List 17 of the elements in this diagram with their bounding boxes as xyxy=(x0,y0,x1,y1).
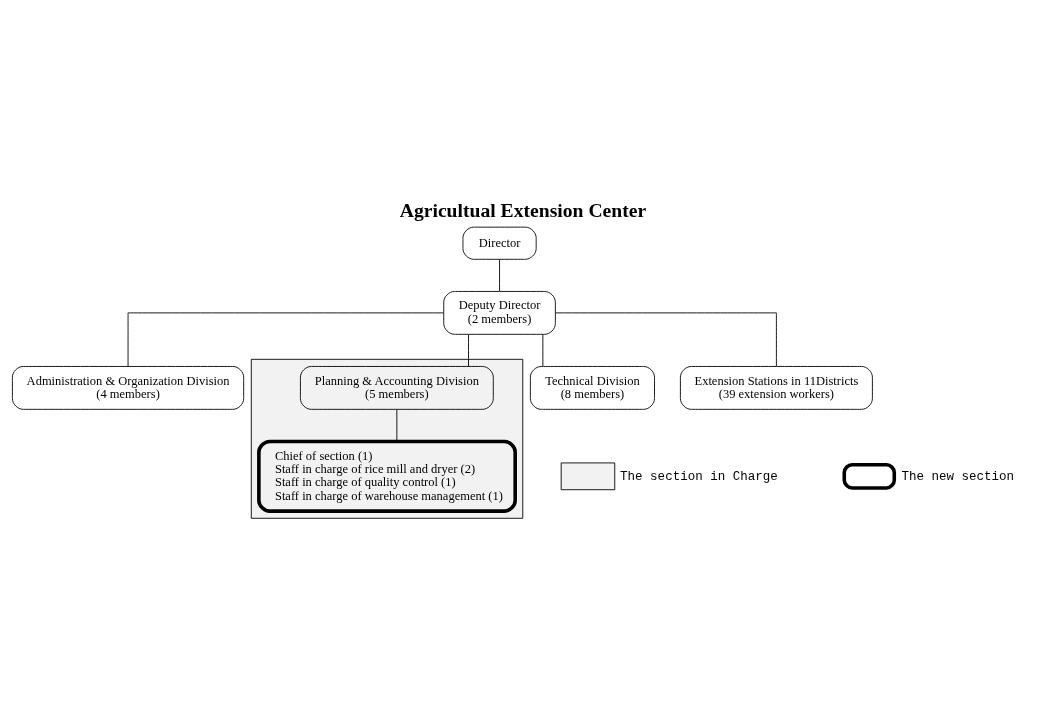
cluster xyxy=(250,358,524,519)
node-box: Extension Stations in 11Districts (39 extension workers) xyxy=(679,365,873,410)
node-box: Planning & Accounting Division (5 members) xyxy=(299,365,494,410)
connector xyxy=(555,311,777,367)
connector xyxy=(499,258,500,292)
node-box: Director xyxy=(462,226,537,260)
connector xyxy=(468,333,469,367)
node-box: Administration & Organization Division (4 members) xyxy=(11,365,245,410)
connector xyxy=(396,408,398,442)
node-box: Chief of section (1) Staff in charge of rice mill and dryer (2) Staff in charge of quality control (1) Staff in charge of warehouse management (1) xyxy=(257,439,517,513)
node-box: Technical Division (8 members) xyxy=(529,365,655,410)
legend-label: The new section xyxy=(901,469,1014,484)
diagram-title: Agricultual Extension Center xyxy=(399,198,647,221)
node-box: Deputy Director (2 members) xyxy=(443,290,556,335)
legend-label: The section in Charge xyxy=(620,469,778,484)
connector xyxy=(127,311,444,367)
connector xyxy=(542,333,544,367)
